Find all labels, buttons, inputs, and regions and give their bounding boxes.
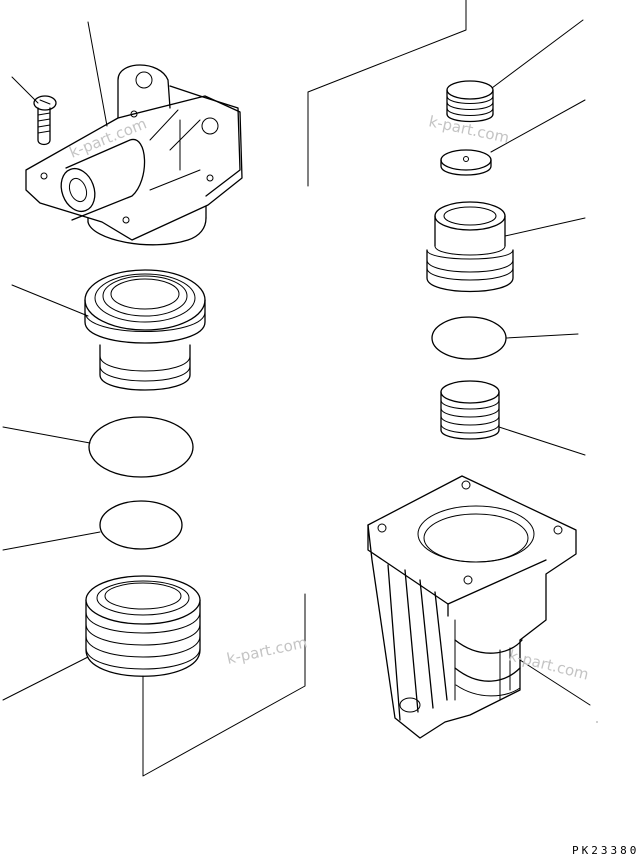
leader-lines: [2, 0, 598, 777]
screw-part: [33, 95, 57, 146]
drawing-code-label: PK23380: [572, 844, 639, 857]
valve-disc-part: [440, 149, 492, 176]
filter-head-part: [25, 64, 243, 246]
valve-body-part: [426, 201, 514, 293]
small-o-ring-part: [99, 500, 183, 550]
upper-spring-part: [446, 80, 494, 123]
right-o-ring-part: [431, 316, 507, 360]
threaded-sleeve-part: [85, 575, 201, 677]
watermark-text: k-part.com: [225, 633, 309, 668]
watermark-text: k-part.com: [427, 112, 511, 147]
housing-part: [367, 475, 577, 739]
threaded-adapter-part: [84, 269, 206, 391]
large-o-ring-part: [88, 416, 194, 478]
lower-spring-part: [440, 380, 500, 440]
